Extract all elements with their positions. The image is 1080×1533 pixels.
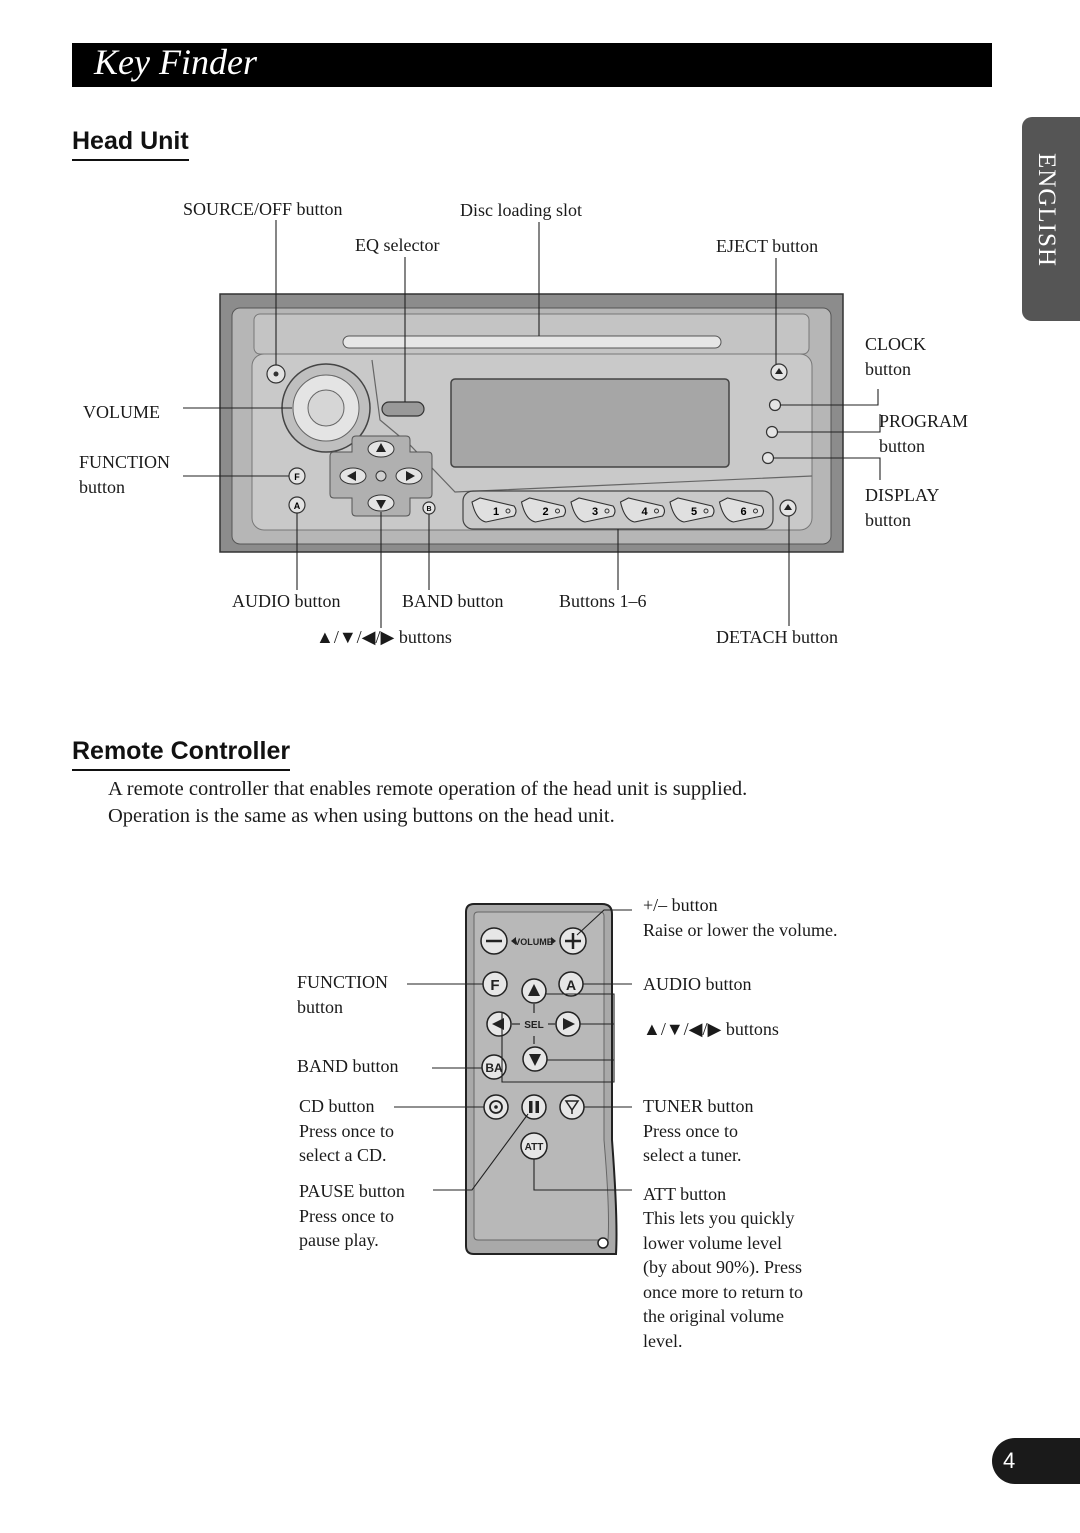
label-remote-band: BAND button [297, 1056, 399, 1076]
label-program-sub: button [879, 436, 926, 456]
svg-text:A: A [294, 501, 301, 511]
svg-text:A: A [566, 977, 576, 993]
svg-text:BA: BA [485, 1061, 503, 1075]
head-unit-heading: Head Unit [72, 127, 189, 161]
preset-button-3[interactable]: 3 [570, 497, 616, 523]
label-function: FUNCTION [79, 452, 171, 472]
preset-button-2[interactable]: 2 [520, 497, 567, 523]
preset-number-5: 5 [691, 506, 697, 518]
display-window [450, 378, 730, 468]
preset-number-2: 2 [542, 506, 548, 518]
label-eq-selector: EQ selector [355, 235, 440, 255]
label-remote-audio: AUDIO button [643, 974, 752, 994]
page-title: Key Finder [94, 42, 257, 82]
page-number-tab: 4 [992, 1438, 1080, 1484]
label-remote-pause: PAUSE button [299, 1181, 405, 1201]
label-remote-cd-desc-2: select a CD. [299, 1145, 387, 1165]
label-volume: VOLUME [83, 402, 160, 422]
svg-text:F: F [294, 472, 300, 482]
preset-number-6: 6 [740, 506, 746, 518]
label-eject: EJECT button [716, 236, 819, 256]
language-tab-label: ENGLISH [1033, 153, 1060, 267]
preset-button-6[interactable]: 6 [718, 497, 765, 523]
label-clock: CLOCK [865, 334, 927, 354]
label-remote-cd: CD button [299, 1096, 375, 1116]
label-remote-tuner-desc-1: Press once to [643, 1121, 738, 1141]
label-plus-minus-desc: Raise or lower the volume. [643, 920, 838, 940]
label-clock-sub: button [865, 359, 912, 379]
svg-text:VOLUME: VOLUME [514, 937, 553, 947]
label-remote-att-desc-4: once more to return to [643, 1282, 803, 1302]
remote-pause-button [521, 1094, 547, 1120]
svg-text:ATT: ATT [525, 1142, 544, 1153]
label-buttons-1-6: Buttons 1–6 [559, 591, 647, 611]
svg-text:F: F [490, 977, 499, 994]
language-tab: ENGLISH [1022, 117, 1080, 321]
preset-button-1[interactable]: 1 [471, 497, 517, 523]
label-remote-function: FUNCTION [297, 972, 389, 992]
preset-button-5[interactable]: 5 [669, 497, 715, 523]
label-source-off: SOURCE/OFF button [183, 199, 343, 219]
label-function-sub: button [79, 477, 126, 497]
preset-number-3: 3 [592, 506, 598, 518]
label-detach: DETACH button [716, 627, 839, 647]
label-remote-att-desc-2: lower volume level [643, 1233, 782, 1253]
disc-loading-slot [342, 335, 722, 349]
preset-number-1: 1 [493, 506, 499, 518]
label-remote-att: ATT button [643, 1184, 727, 1204]
label-remote-tuner-desc-2: select a tuner. [643, 1145, 742, 1165]
remote-intro-line-2: Operation is the same as when using butt… [108, 805, 615, 827]
label-remote-att-desc-5: the original volume [643, 1306, 784, 1326]
label-remote-cd-desc-1: Press once to [299, 1121, 394, 1141]
page-number: 4 [1003, 1448, 1016, 1473]
preset-number-4: 4 [641, 506, 648, 518]
remote-controller-heading: Remote Controller [72, 737, 291, 771]
label-arrow-buttons: ▲/▼/◀/▶ buttons [316, 627, 452, 647]
remote-tuner-button [559, 1094, 585, 1120]
label-remote-pause-desc-1: Press once to [299, 1206, 394, 1226]
label-remote-function-sub: button [297, 997, 344, 1017]
svg-text:SEL: SEL [524, 1020, 543, 1031]
svg-text:B: B [426, 506, 431, 513]
remote-intro-line-1: A remote controller that enables remote … [108, 778, 748, 800]
label-remote-att-desc-6: level. [643, 1331, 683, 1351]
label-remote-tuner: TUNER button [643, 1096, 754, 1116]
eq-selector [381, 401, 425, 417]
label-remote-att-desc-1: This lets you quickly [643, 1208, 795, 1228]
label-band: BAND button [402, 591, 504, 611]
label-display: DISPLAY [865, 485, 940, 505]
label-audio: AUDIO button [232, 591, 341, 611]
label-remote-arrows: ▲/▼/◀/▶ buttons [643, 1019, 779, 1039]
label-program: PROGRAM [879, 411, 969, 431]
preset-button-4[interactable]: 4 [619, 497, 666, 523]
label-disc-slot: Disc loading slot [460, 200, 582, 220]
page-banner: Key Finder [72, 42, 992, 87]
label-plus-minus: +/– button [643, 895, 718, 915]
label-display-sub: button [865, 510, 912, 530]
label-remote-att-desc-3: (by about 90%). Press [643, 1257, 802, 1277]
label-remote-pause-desc-2: pause play. [299, 1230, 379, 1250]
remote-band-button [481, 1054, 507, 1080]
